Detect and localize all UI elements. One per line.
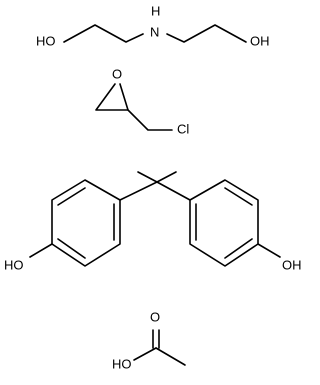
carbon-to-methyl bbox=[155, 347, 186, 366]
diethanolamine-oh-label: OH bbox=[250, 33, 270, 48]
left-ring-double-bond-3 bbox=[57, 238, 86, 259]
right-phenol-ring bbox=[189, 179, 259, 267]
left-ring-double-bond-2 bbox=[57, 187, 86, 206]
epoxide-ring bbox=[95, 83, 129, 111]
left-ring-to-oh bbox=[29, 243, 53, 258]
acetic-acid-o-label: O bbox=[150, 309, 160, 324]
central-to-left-ring bbox=[119, 181, 158, 201]
acetic-acid-ho-label: HO bbox=[112, 356, 132, 371]
chemical-structures-figure: HO H N OH O Cl HO OH O HO bbox=[4, 3, 302, 371]
central-to-right-ring bbox=[156, 181, 191, 201]
diethanolamine-n-label: N bbox=[150, 24, 159, 39]
epichlorohydrin-structure: O Cl bbox=[95, 66, 189, 136]
bisphenol-a-right-oh-label: OH bbox=[282, 257, 302, 272]
right-ring-to-oh bbox=[257, 243, 281, 258]
bisphenol-a-left-ho-label: HO bbox=[4, 257, 24, 272]
left-phenol-ring bbox=[51, 179, 121, 267]
epoxide-o-label: O bbox=[112, 66, 122, 81]
right-ring-double-bond-2 bbox=[224, 187, 253, 206]
diethanolamine-h-label: H bbox=[151, 3, 160, 18]
central-carbon-methyls bbox=[137, 171, 177, 183]
acetic-acid-structure: O HO bbox=[112, 309, 186, 371]
diethanolamine-left-chain bbox=[63, 24, 144, 43]
diethanolamine-ho-label: HO bbox=[36, 33, 56, 48]
diethanolamine-right-chain bbox=[166, 24, 247, 43]
diethanolamine-structure: HO H N OH bbox=[36, 3, 270, 48]
right-ring-double-bond-3 bbox=[224, 238, 253, 259]
bisphenol-a-structure: HO OH bbox=[4, 171, 302, 272]
chloromethyl-chain bbox=[127, 109, 173, 131]
cl-label: Cl bbox=[177, 121, 189, 136]
carbon-to-hydroxyl bbox=[133, 347, 157, 361]
